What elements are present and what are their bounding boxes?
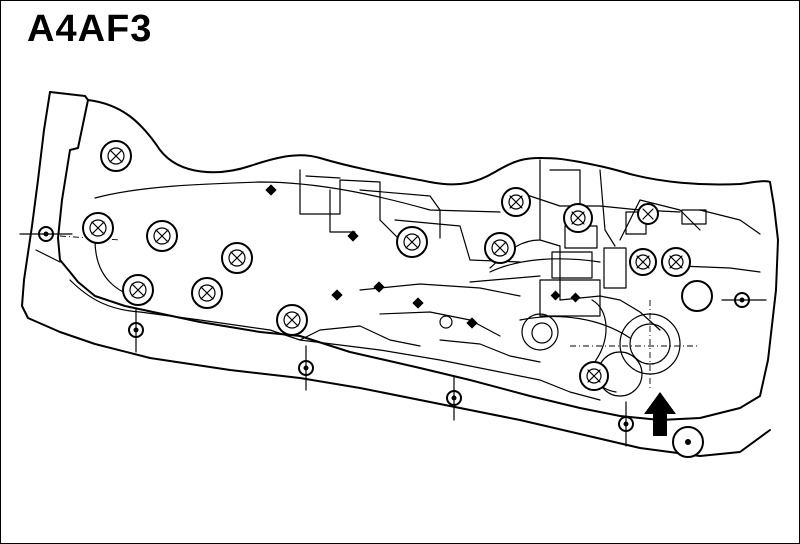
bolt bbox=[122, 274, 154, 306]
flange-bolt bbox=[721, 292, 767, 308]
bolt bbox=[681, 280, 713, 312]
bolt bbox=[396, 226, 428, 258]
arrow-up-icon bbox=[644, 392, 676, 436]
internal-passages bbox=[299, 159, 761, 363]
bolt bbox=[484, 232, 516, 264]
flange-bolt bbox=[618, 401, 634, 447]
figure-title: A4AF3 bbox=[27, 8, 153, 50]
flange-bolt bbox=[19, 226, 73, 242]
bolts bbox=[82, 140, 713, 391]
drain-plug bbox=[672, 426, 704, 458]
bolt bbox=[191, 277, 223, 309]
oil-pan-outline bbox=[21, 91, 779, 457]
valve-body-outline bbox=[69, 99, 771, 401]
flange-bolt bbox=[446, 375, 462, 421]
bolt bbox=[82, 212, 114, 244]
bolt bbox=[629, 248, 657, 276]
flange-bolt bbox=[128, 307, 144, 353]
check-ball-markers bbox=[265, 184, 581, 329]
bolt bbox=[501, 187, 531, 217]
bolt bbox=[276, 304, 308, 336]
flange-bolts bbox=[19, 226, 767, 458]
bolt bbox=[563, 203, 593, 233]
bolt bbox=[146, 220, 178, 252]
bolt bbox=[579, 361, 609, 391]
bolt bbox=[100, 140, 132, 172]
bolt bbox=[221, 242, 253, 274]
bolt bbox=[661, 247, 691, 277]
bolt bbox=[637, 203, 659, 225]
flange-bolt bbox=[298, 345, 314, 391]
